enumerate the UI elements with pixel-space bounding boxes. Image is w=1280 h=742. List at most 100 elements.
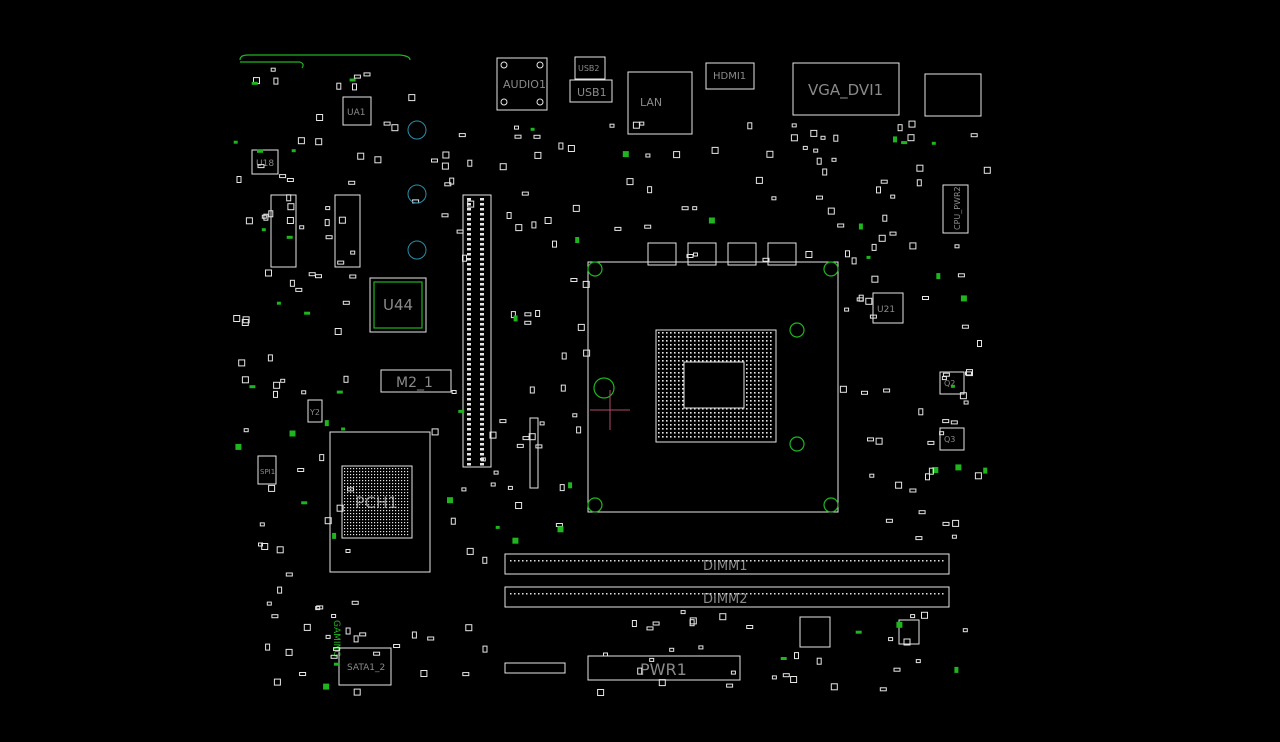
m2-slot[interactable]: M2_1	[380, 369, 452, 393]
pch-ball	[377, 498, 379, 500]
passive-component	[871, 243, 877, 251]
cpu-pin	[730, 352, 732, 354]
cpu-pin	[766, 428, 768, 430]
cpu-pin	[726, 352, 728, 354]
header-left-1[interactable]	[270, 194, 297, 268]
usb-connector-top[interactable]: USB2 USB1	[569, 56, 613, 103]
u21-chip[interactable]: U21	[872, 292, 904, 324]
y2-crystal[interactable]: Y2	[307, 399, 323, 423]
cpu-pin	[766, 412, 768, 414]
passive-component	[939, 431, 945, 436]
cpu-pin	[682, 384, 684, 386]
cpu-pin	[702, 344, 704, 346]
cpu-socket[interactable]	[587, 261, 839, 513]
spi-header[interactable]: SPI1	[257, 455, 277, 485]
hdmi-label: HDMI1	[713, 71, 746, 82]
passive-component	[303, 623, 311, 631]
dimm-pin	[650, 593, 652, 595]
cpu-pin	[746, 416, 748, 418]
cpu-pin	[770, 380, 772, 382]
cpu-pin	[770, 364, 772, 366]
passive-component	[890, 194, 896, 199]
pch-ball	[356, 501, 358, 503]
cpu-pin	[766, 404, 768, 406]
cpu-pin	[762, 356, 764, 358]
cpu-pin	[706, 336, 708, 338]
pch-ball	[404, 486, 406, 488]
cpu-pin	[762, 432, 764, 434]
cpu-pin	[734, 436, 736, 438]
header-left-2[interactable]	[334, 194, 361, 268]
cpu-pin	[678, 428, 680, 430]
pch-ball	[407, 516, 409, 518]
dimm1-slot[interactable]: DIMM1	[504, 553, 950, 575]
pch-ball	[371, 519, 373, 521]
cpu-pin	[758, 400, 760, 402]
pch-ball	[377, 534, 379, 536]
cpu-pin	[746, 408, 748, 410]
q3-mosfet[interactable]: Q3	[939, 427, 965, 451]
cpu-pin	[682, 388, 684, 390]
hdmi-connector[interactable]: HDMI1	[705, 62, 755, 90]
cpu-pin	[770, 388, 772, 390]
dimm-pin	[730, 593, 732, 595]
q2-mosfet[interactable]: Q2	[939, 371, 965, 395]
cpu-pin	[754, 376, 756, 378]
pch-ball	[359, 504, 361, 506]
cpu-pin	[722, 432, 724, 434]
u44-chip[interactable]: U44	[369, 277, 427, 333]
pcie-pin	[480, 383, 484, 386]
cpu-pin	[702, 412, 704, 414]
pch-ball	[401, 507, 403, 509]
cpu-pin	[666, 352, 668, 354]
passive-component	[449, 177, 455, 185]
pcie-pin	[467, 263, 471, 266]
cpu-pin	[662, 380, 664, 382]
cpu-pin	[662, 408, 664, 410]
cpu-pin	[770, 384, 772, 386]
pcie-pin	[467, 243, 471, 246]
cpu-pin	[730, 360, 732, 362]
pcie-pin	[480, 238, 484, 241]
passive-component	[572, 413, 578, 418]
dimm-pin	[794, 593, 796, 595]
cpu-pin	[766, 348, 768, 350]
atx-power-connector[interactable]: PWR1	[587, 655, 741, 681]
cpu-pin	[762, 336, 764, 338]
dimm-pin	[942, 560, 944, 562]
ua1-chip[interactable]: UA1	[342, 96, 372, 126]
pch-ball	[356, 492, 358, 494]
lan-connector[interactable]: LAN	[627, 71, 693, 135]
cpu-pin	[722, 352, 724, 354]
pcie-pin	[480, 218, 484, 221]
cpu-pin	[754, 360, 756, 362]
dimm-pin	[642, 560, 644, 562]
pch-ball	[374, 480, 376, 482]
dimm-pin	[830, 560, 832, 562]
dimm-pin	[878, 593, 880, 595]
dimm2-slot[interactable]: DIMM2	[504, 586, 950, 608]
cpu-pin	[750, 352, 752, 354]
right-top-connector[interactable]	[924, 73, 982, 117]
cpu-power-connector[interactable]: CPU_PWR2	[942, 184, 969, 234]
pch-ball	[362, 516, 364, 518]
pch-ball	[365, 501, 367, 503]
dimm-pin	[706, 593, 708, 595]
cpu-pin	[666, 376, 668, 378]
vga-dvi-connector[interactable]: VGA_DVI1	[792, 62, 900, 116]
pch-ball	[380, 468, 382, 470]
pch-ball	[374, 531, 376, 533]
passive-component	[297, 468, 305, 472]
pch-ball	[380, 480, 382, 482]
bottom-header[interactable]	[504, 616, 920, 674]
pch-ball	[383, 501, 385, 503]
cpu-pin	[738, 352, 740, 354]
cpu-pin	[658, 336, 660, 338]
audio-connector[interactable]: AUDIO1	[496, 57, 548, 111]
sata-connector[interactable]: SATA1_2	[338, 647, 392, 686]
cpu-pin	[750, 412, 752, 414]
pcie-slot[interactable]	[462, 194, 539, 489]
cpu-pin	[666, 340, 668, 342]
cpu-pin	[666, 412, 668, 414]
u18-chip[interactable]: U18	[251, 149, 279, 175]
